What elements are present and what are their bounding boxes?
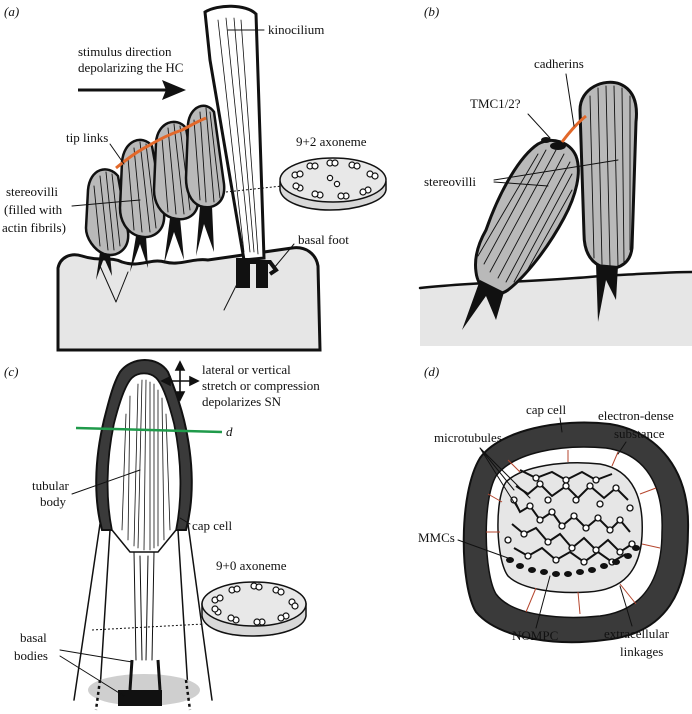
dendrite-inner-right: [177, 529, 189, 691]
kinocilium-label: kinocilium: [268, 22, 324, 37]
hair-cell-body: [56, 246, 322, 352]
axoneme-label-c: 9+0 axoneme: [216, 558, 287, 573]
electron-leader: [617, 441, 627, 455]
section-line-d: [75, 426, 223, 434]
microtubules-leaders: [479, 447, 531, 513]
axoneme-label-a: 9+2 axoneme: [296, 134, 367, 149]
axoneme-9-2: [279, 157, 387, 211]
tmc-label: TMC1/2?: [470, 96, 521, 111]
basal-label-2: bodies: [14, 648, 48, 663]
nompc-leader: [535, 575, 551, 629]
panel-c-label: (c): [4, 364, 18, 379]
tubular-label-1: tubular: [32, 478, 69, 493]
panel-b-label: (b): [424, 4, 439, 19]
tmc-leader: [527, 113, 551, 139]
stereovilli-label-a-3: actin fibrils): [2, 220, 66, 235]
tip-links-label: tip links: [66, 130, 108, 145]
stimulus-label-1: stimulus direction: [78, 44, 172, 59]
cap-cell-label-d: cap cell: [526, 402, 566, 417]
basal-label-1: basal: [20, 630, 47, 645]
basal-leaders: [59, 649, 133, 697]
nompc-label: NOMPC: [512, 628, 558, 643]
dendrite-inner-left: [99, 529, 111, 691]
cap-cell-label-c: cap cell: [192, 518, 232, 533]
mmcs-leader: [457, 539, 509, 559]
kinocilium: [203, 4, 266, 262]
cadherins-label: cadherins: [534, 56, 584, 71]
cilium-shaft-c: [133, 551, 155, 661]
cell-leader-a: [223, 281, 239, 311]
axoneme-dotted-a: [225, 185, 283, 193]
panel-a: (a): [2, 4, 387, 352]
mmcs-dots: [506, 545, 640, 577]
dendrite-outer-left: [73, 523, 101, 701]
panel-a-label: (a): [4, 4, 19, 19]
tubular-fibres: [121, 379, 171, 551]
cap-cell-leader-d: [559, 417, 563, 433]
stimulus-arrow: [78, 80, 186, 100]
cadherin-link: [560, 114, 587, 143]
basal-foot: [236, 258, 279, 288]
stereovillus-4: [184, 104, 226, 256]
stereovilli-label-a-1: stereovilli: [6, 184, 58, 199]
linkages-leader: [619, 585, 633, 627]
tip-links-leader: [109, 143, 125, 165]
electron-label-2: substance: [614, 426, 665, 441]
panel-d: (d): [418, 364, 690, 659]
electron-label-1: electron-dense: [598, 408, 674, 423]
stereovilli-leader-b: [493, 159, 619, 187]
panel-d-label: (d): [424, 364, 439, 379]
dendrite-outer-right: [187, 523, 213, 701]
cadherins-leader: [565, 73, 575, 127]
cap-cell-leader-c: [179, 517, 191, 525]
microtubules-label: microtubules: [434, 430, 502, 445]
tubular-label-2: body: [40, 494, 67, 509]
stereovilli-a: [84, 104, 226, 280]
stimulus-label-2: depolarizing the HC: [78, 60, 183, 75]
basal-foot-label: basal foot: [298, 232, 349, 247]
extracellular-linkages: [486, 450, 661, 615]
section-marker: d: [226, 424, 233, 439]
stereovilli-label-b: stereovilli: [424, 174, 476, 189]
stereovillus-2: [118, 138, 166, 272]
linkages-label-1: extracellular: [604, 626, 670, 641]
stereovilli-leader-a: [71, 199, 141, 207]
panel-c: (c) d lateral or vertical stretch or co: [4, 359, 320, 711]
basal-leaders-a: [99, 265, 129, 303]
stretch-label-2: stretch or compression: [202, 378, 320, 393]
panel-b: (b) cadherins TMC1/2? stereovilli: [418, 4, 692, 346]
stereovillus-1: [84, 168, 130, 280]
tubular-leader: [71, 469, 141, 495]
stereovillus-tall-b: [578, 80, 638, 322]
stereovilli-label-a-2: (filled with: [4, 202, 63, 217]
stereovillus-short-b: [462, 137, 580, 330]
axoneme-9-0: [201, 581, 307, 637]
stretch-arrows: [160, 360, 200, 402]
basal-foot-leader: [273, 243, 295, 269]
axoneme-dotted-c: [91, 623, 205, 631]
linkages-label-2: linkages: [620, 644, 663, 659]
stretch-label-3: depolarizes SN: [202, 394, 282, 409]
microtubule-bundle: [504, 469, 636, 566]
basal-bodies: [88, 659, 200, 711]
cell-surface-line-b: [418, 270, 692, 290]
tip-links: [115, 116, 207, 170]
cell-surface-b: [420, 272, 692, 346]
stretch-label-1: lateral or vertical: [202, 362, 291, 377]
mmcs-label: MMCs: [418, 530, 455, 545]
